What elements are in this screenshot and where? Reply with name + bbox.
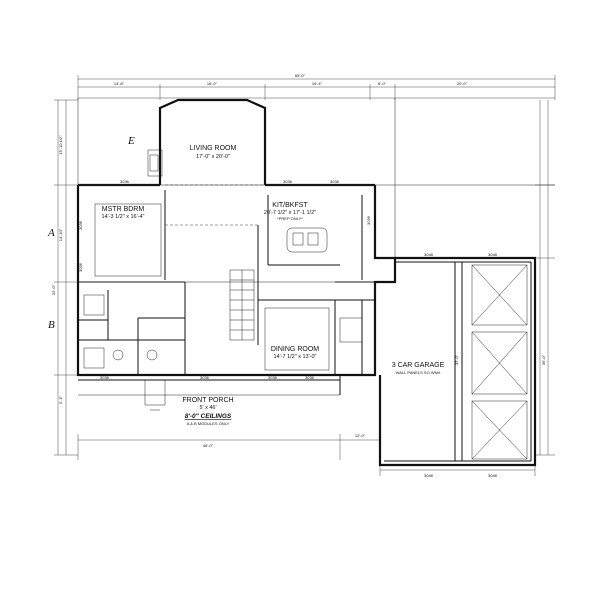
garage-name: 3 CAR GARAGE bbox=[392, 362, 445, 369]
garage-bays bbox=[454, 262, 528, 461]
left-dimension-lines bbox=[54, 99, 78, 456]
dimension-top-2: 16'-0" bbox=[207, 81, 218, 86]
kitchen-name: KIT/BKFST bbox=[272, 202, 308, 209]
window-tag-11: 3048 bbox=[424, 473, 434, 478]
bottom-dimension-lines bbox=[77, 434, 536, 476]
dimension-garage-right: 36'-0" bbox=[541, 354, 546, 365]
dining-room-name: DINING ROOM bbox=[271, 346, 319, 353]
dimension-left-3: 32'-0" bbox=[51, 284, 56, 295]
window-tag-12: 3048 bbox=[488, 473, 498, 478]
window-tag-13: 3036 bbox=[268, 375, 278, 380]
window-tag-5: 3036 bbox=[330, 179, 340, 184]
section-mark-a: A bbox=[47, 227, 55, 239]
master-bedroom-size: 14'-3 1/2" x 16'-4" bbox=[101, 214, 144, 220]
window-tag-3: 3036 bbox=[78, 262, 83, 272]
dimension-top-4: 6'-0" bbox=[378, 81, 387, 86]
front-porch-size: 5' x 46' bbox=[199, 405, 216, 411]
dimension-top-5: 20'-0" bbox=[457, 81, 468, 86]
living-room-size: 17'-0" x 20'-0" bbox=[196, 154, 230, 160]
window-tag-8: 3036 bbox=[200, 375, 210, 380]
dimension-top-3: 16'-4" bbox=[312, 81, 323, 86]
window-tag-9: 3048 bbox=[424, 252, 434, 257]
dimension-garage-depth: 32'-0" bbox=[454, 354, 459, 365]
dimension-bottom-porch: 46'-0" bbox=[203, 443, 214, 448]
kitchen-size: 20'-7 1/2" x 17'-1 1/2" bbox=[264, 210, 316, 216]
window-tag-6: 3036 bbox=[366, 215, 371, 225]
window-tag-4: 3036 bbox=[283, 179, 293, 184]
master-bedroom-name: MSTR BDRM bbox=[102, 206, 145, 213]
dimension-top-1: 14'-8" bbox=[114, 81, 125, 86]
section-mark-e: E bbox=[127, 135, 135, 147]
window-tag-2: 3036 bbox=[78, 220, 83, 230]
window-tag-14: 3036 bbox=[305, 375, 315, 380]
interior-walls bbox=[78, 149, 395, 411]
dimension-left-1: 15'-10 1/2" bbox=[58, 135, 63, 155]
dimension-overall-top: 65'-0" bbox=[295, 73, 306, 78]
section-mark-b: B bbox=[48, 319, 55, 331]
dining-room-size: 14'-7 1/2" x 13'-0" bbox=[273, 354, 316, 360]
dimension-left-4: 5'-4" bbox=[58, 395, 63, 404]
ceiling-note-title: 8'-0" CEILINGS bbox=[185, 413, 232, 420]
window-tag-7: 3036 bbox=[100, 375, 110, 380]
ceiling-note-subtitle: A & B MODULES ONLY bbox=[187, 421, 230, 426]
living-room-name: LIVING ROOM bbox=[190, 145, 237, 152]
dimension-bottom-garage: 12'-0" bbox=[355, 433, 366, 438]
front-porch-name: FRONT PORCH bbox=[182, 397, 233, 404]
window-tag-1: 3036 bbox=[120, 179, 130, 184]
garage-note: WALL PANELS SO WNH bbox=[396, 370, 441, 375]
right-dimension-lines bbox=[535, 100, 555, 456]
window-tag-10: 3048 bbox=[488, 252, 498, 257]
top-dimension-lines bbox=[77, 75, 556, 100]
kitchen-note: *PREP ONLY* bbox=[277, 216, 303, 221]
dimension-left-2: 14'-10" bbox=[58, 228, 63, 241]
module-lines bbox=[77, 98, 555, 283]
